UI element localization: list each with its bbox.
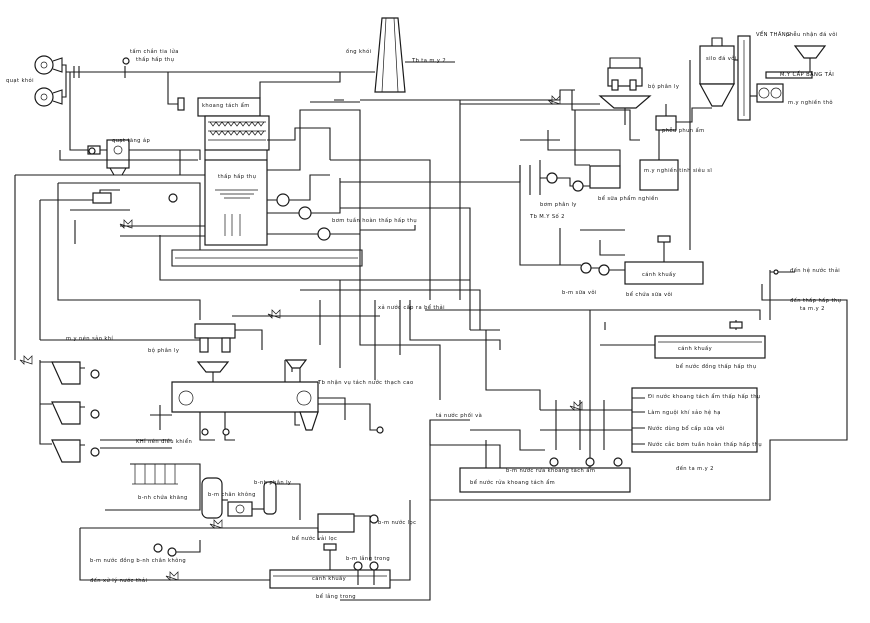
label-slurry-tank: bể chứa sữa vôi bbox=[626, 291, 673, 298]
label-cloth-tank: bể nước vải lọc bbox=[292, 535, 337, 542]
label-mist-eliminator: khoang tách ẩm bbox=[202, 102, 250, 109]
feed-hopper bbox=[793, 45, 827, 74]
label-vacuum-pump: b-m chân không bbox=[208, 491, 256, 498]
label-to-unit2: Tb M.Y Số 2 bbox=[529, 213, 565, 220]
air-compressor-2 bbox=[51, 401, 100, 425]
filter-cloth-water-tank bbox=[317, 513, 371, 560]
water-distribution-box bbox=[631, 387, 758, 453]
damper-valve bbox=[122, 57, 130, 65]
label-coarse-mill: m.y nghiền thô bbox=[788, 98, 833, 106]
label-out-gas-cooling: Làm nguội khí sảo hệ hạ bbox=[648, 409, 721, 416]
vacuum-belt-filter bbox=[171, 359, 319, 413]
label-air-compressor: m.y nén sảo khí bbox=[66, 335, 113, 342]
label-clarifier-pump: b-m lắng trong bbox=[346, 555, 390, 562]
label-slurry-product: bể sữa phẩm nghiền bbox=[598, 194, 658, 202]
clarifier-tank bbox=[269, 543, 391, 589]
slurry-storage-tank bbox=[624, 235, 704, 285]
chimney bbox=[374, 17, 406, 93]
gas-liquid-separator bbox=[263, 481, 277, 515]
label-clarifier: bể lắng trong bbox=[316, 593, 356, 600]
label-drain-water: xả nước cấp ra bể thải bbox=[378, 304, 445, 311]
label-absorber-water-tank: bể nước đồng thấp hấp thụ bbox=[676, 362, 757, 370]
label-fine-mill: m.y nghiền tinh siêu sĩ bbox=[644, 166, 712, 174]
label-slurry-pump: b-m sữa vôi bbox=[562, 289, 597, 296]
label-circulation-pump: bơm tuần hoàn thấp hấp thụ bbox=[332, 216, 417, 224]
label-chimney: ống khói bbox=[346, 48, 372, 55]
label-induced-fan: quạt khói bbox=[6, 77, 34, 84]
flue-gas-duct bbox=[62, 64, 370, 98]
label-process-water: tá nước phối và bbox=[436, 412, 482, 419]
booster-fan bbox=[106, 139, 130, 176]
classifier-top bbox=[598, 57, 652, 109]
label-bucket-elevator: VẾN THĂNG bbox=[756, 30, 790, 38]
label-classifier-pump: bơm phân ly bbox=[540, 201, 577, 208]
belt-conveyor bbox=[765, 71, 813, 79]
vacuum-pump bbox=[201, 477, 253, 519]
label-classifier-left: bộ phân ly bbox=[148, 347, 179, 354]
induced-draft-fan-1 bbox=[34, 55, 63, 75]
induced-draft-fan-2 bbox=[34, 87, 63, 107]
bucket-elevator bbox=[737, 35, 751, 121]
label-to-unit2-right: ta m.y 2 bbox=[800, 306, 825, 312]
fine-mill bbox=[639, 130, 679, 191]
label-instrument-air: KHÍ nén điều khiển bbox=[136, 437, 192, 445]
absorber-tower bbox=[197, 72, 341, 246]
label-to-wastewater-bottom: đến xử lý nước thải bbox=[90, 577, 147, 584]
label-to-absorber: đến thấp hấp thụ bbox=[790, 297, 841, 304]
coarse-crusher bbox=[756, 83, 784, 103]
label-to-unit2-top: Tb ta m.y 2 bbox=[411, 58, 446, 64]
wash-water-tank bbox=[459, 467, 631, 493]
label-wash-pump: b-m nước rửa khoang tách ẩm bbox=[506, 467, 595, 474]
label-gypsum-dewatering: Tb nhận vụ tách nước thạch cao bbox=[317, 379, 414, 386]
label-spray-hopper: phễu phun ẩm bbox=[662, 127, 705, 134]
label-vacuum-seal-pump: b-m nước đồng b-nh chân không bbox=[90, 556, 186, 564]
hydrocyclone-classifier bbox=[194, 323, 236, 373]
label-to-wastewater: đến hệ nước thải bbox=[790, 267, 840, 274]
label-absorber: thấp hấp thụ bbox=[218, 173, 256, 180]
label-wash-tank: bể nước rửa khoang tách ẩm bbox=[470, 479, 555, 486]
label-out-pump-seal: Nước cắc bơm tuần hoàn thấp hấp thụ bbox=[648, 440, 762, 448]
label-absorber-top: thấp hấp thụ bbox=[136, 56, 174, 63]
limestone-silo bbox=[698, 37, 736, 107]
label-out-slurry-makeup: Nước dùng bổ cấp sữa vôi bbox=[648, 425, 725, 432]
spray-hopper bbox=[655, 104, 712, 131]
label-booster-fan: quạt tăng áp bbox=[112, 137, 150, 144]
label-belt-feeder: M.Y CẤP BĂNG TẢI bbox=[780, 70, 834, 78]
label-agitator-top: cánh khuấy bbox=[642, 271, 676, 278]
label-feed-hopper: phễu nhận đá vôi bbox=[786, 31, 838, 38]
label-out-mist-wash: Đi nước khoang tách ẩm thấp hấp thụ bbox=[648, 393, 761, 400]
air-compressor-1 bbox=[51, 361, 100, 385]
label-classifier-top: bộ phân ly bbox=[648, 83, 679, 90]
air-compressor-3 bbox=[51, 439, 100, 463]
label-agitator-mid: cánh khuấy bbox=[678, 345, 712, 352]
label-separator: b-nh phân ly bbox=[254, 479, 291, 486]
label-to-unit2-bottom: đến ta m.y 2 bbox=[676, 465, 714, 472]
label-filtrate-pump: b-m nước lọc bbox=[378, 519, 416, 526]
circulation-pumps bbox=[276, 193, 331, 241]
valves bbox=[19, 95, 583, 581]
label-vacuum-receiver: b-nh chứa khăng bbox=[138, 494, 188, 501]
label-limestone-silo: silo đá vôi bbox=[706, 55, 737, 62]
label-agitator-bottom: cánh khuấy bbox=[312, 575, 346, 582]
label-spark-plate: tấm chắn tia lửa bbox=[130, 48, 179, 55]
slurry-product-tank bbox=[589, 165, 621, 189]
absorber-water-tank bbox=[654, 321, 766, 359]
